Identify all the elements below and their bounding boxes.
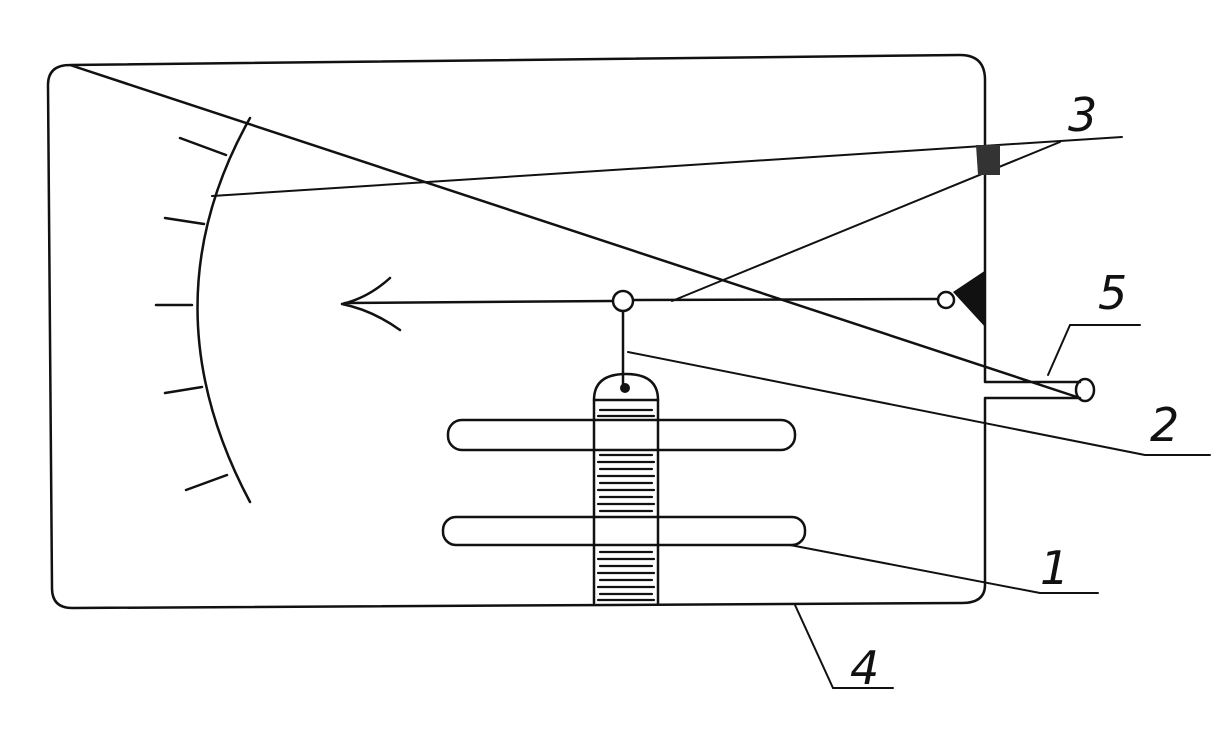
plunger-knob xyxy=(620,383,630,393)
leader-3-upper xyxy=(211,136,1123,197)
leader-5 xyxy=(1047,324,1071,376)
scale xyxy=(154,116,252,504)
pointer-shaft xyxy=(343,299,614,305)
leader-3-mark xyxy=(976,145,1000,175)
tube-fitting xyxy=(1074,377,1096,403)
scale-tick xyxy=(178,136,228,157)
pointer-arrowhead xyxy=(340,276,402,332)
scale-arc xyxy=(196,116,252,504)
label-part-5: 5 xyxy=(1098,266,1128,320)
label-part-1: 1 xyxy=(1040,541,1070,595)
leader-2 xyxy=(627,351,1146,456)
housing-body xyxy=(46,53,1082,610)
tube-end xyxy=(1074,377,1096,403)
plunger-sensor xyxy=(592,372,660,605)
label-part-2: 2 xyxy=(1150,398,1180,452)
label-part-4: 4 xyxy=(850,641,880,695)
scale-tick xyxy=(184,473,229,492)
pointer-shaft-right xyxy=(632,297,940,302)
coil-winding xyxy=(596,408,656,602)
bearing-support xyxy=(953,270,986,328)
upper-plate xyxy=(446,418,797,452)
plunger-cap xyxy=(592,372,660,402)
leader-lines xyxy=(211,136,1211,689)
pointer xyxy=(340,276,940,332)
leader-3-lower xyxy=(671,141,1061,302)
bearing-ring xyxy=(936,290,956,310)
pivot-joint xyxy=(611,289,635,313)
plates xyxy=(441,418,807,547)
lower-plate xyxy=(441,515,807,547)
leader-4 xyxy=(794,604,834,689)
leader-1 xyxy=(789,544,1041,594)
scale-tick xyxy=(163,385,204,395)
axis-bearing xyxy=(936,270,986,328)
label-part-3: 3 xyxy=(1068,88,1098,142)
scale-tick xyxy=(163,216,206,226)
